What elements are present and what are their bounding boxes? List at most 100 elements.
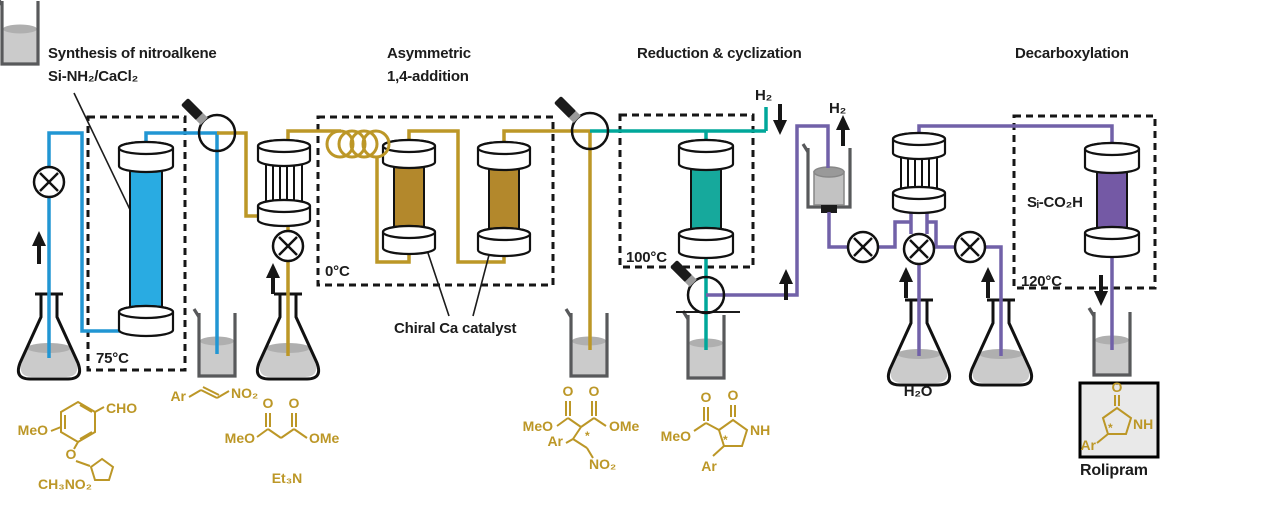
label-o2: O bbox=[289, 395, 300, 411]
valve-icon-4 bbox=[902, 232, 936, 266]
structure-malonate: MeO O O OMe Et₃N bbox=[225, 395, 340, 486]
label-meo: MeO bbox=[225, 430, 255, 446]
tube-purple-to-degasser bbox=[706, 124, 830, 297]
separator-nozzle-icon bbox=[821, 205, 837, 213]
water-label: H₂O bbox=[904, 383, 933, 400]
label-o1: O bbox=[563, 383, 574, 399]
label-meo: MeO bbox=[661, 428, 691, 444]
label-o2: O bbox=[728, 387, 739, 403]
piston-pump-icon-1 bbox=[256, 138, 312, 228]
structure-adduct: MeO O O OMe Ar * NO₂ bbox=[523, 383, 640, 472]
valve-icon-5 bbox=[953, 230, 987, 264]
flow-arrow-up-1 bbox=[32, 231, 46, 264]
chemical-structures: CHO MeO O CH₃NO₂ Ar NO₂ MeO O O OMe Et₃N… bbox=[18, 379, 1154, 492]
flow-probe-icon-2 bbox=[554, 96, 581, 123]
label-ar: Ar bbox=[1080, 437, 1096, 453]
heated-zone-box-120C bbox=[1012, 114, 1157, 290]
flow-arrow-up-3 bbox=[779, 269, 793, 300]
tube-purple-manifold-right bbox=[927, 220, 955, 249]
flow-arrow-up-h2-out bbox=[836, 115, 850, 146]
label-no2: NO₂ bbox=[589, 456, 616, 472]
section-title-2b: 1,4-addition bbox=[387, 68, 469, 85]
heated-zone-box-0C bbox=[316, 115, 555, 287]
collection-beaker bbox=[0, 0, 40, 66]
tube-gold-from-junction bbox=[217, 131, 264, 218]
heated-zone-boxes bbox=[86, 113, 1157, 372]
structure-lactam: MeO O O NH Ar * bbox=[661, 387, 771, 474]
label-no2: NO₂ bbox=[231, 385, 258, 401]
phase-separator-icon bbox=[686, 275, 726, 315]
label-meo: MeO bbox=[18, 422, 48, 438]
label-o2: O bbox=[589, 383, 600, 399]
label-ether-o: O bbox=[66, 446, 77, 462]
label-ar: Ar bbox=[547, 433, 563, 449]
label-ch3no2: CH₃NO₂ bbox=[38, 476, 92, 492]
temperature-label-0: 0°C bbox=[325, 263, 350, 280]
residence-coil-icon bbox=[325, 129, 391, 159]
tube-gold-col1-to-col2 bbox=[407, 129, 506, 264]
valve-icon-1 bbox=[32, 165, 66, 199]
section-title-1a: Synthesis of nitroalkene bbox=[48, 45, 217, 62]
collection-beaker-adduct bbox=[564, 307, 609, 378]
structure-aldehyde: CHO MeO O CH₃NO₂ bbox=[18, 400, 138, 492]
heated-zone-box-100C bbox=[618, 113, 755, 269]
temperature-label-75: 75°C bbox=[96, 350, 129, 367]
label-o1: O bbox=[701, 389, 712, 405]
flow-arrow-down-h2-in bbox=[773, 104, 787, 135]
equipment bbox=[32, 96, 1141, 338]
tube-purple-degasser-out bbox=[827, 212, 848, 249]
label-stereocenter: * bbox=[1108, 421, 1113, 435]
h2-inlet-label: H₂ bbox=[755, 87, 772, 104]
packed-column-nitroalkene bbox=[117, 140, 175, 338]
temperature-label-100: 100°C bbox=[626, 249, 667, 266]
valve-icon-3 bbox=[846, 230, 880, 264]
flow-arrows bbox=[32, 104, 1108, 306]
tubing bbox=[47, 107, 1114, 358]
label-nh: NH bbox=[1133, 416, 1153, 432]
heated-zone-box-75C bbox=[86, 115, 187, 372]
mixer-junction-icon-1 bbox=[197, 113, 237, 153]
label-et3n: Et₃N bbox=[272, 470, 303, 486]
label-o1: O bbox=[263, 395, 274, 411]
flow-probe-icon-1 bbox=[181, 98, 208, 125]
flow-arrow-up-2 bbox=[266, 263, 280, 294]
h2-outlet-label: H₂ bbox=[829, 100, 846, 117]
valve-icon-2 bbox=[271, 229, 305, 263]
catalyst-label: Chiral Ca catalyst bbox=[394, 320, 516, 337]
tube-purple-manifold-left bbox=[878, 220, 911, 249]
flow-arrow-down-product bbox=[1094, 275, 1108, 306]
label-o: O bbox=[1112, 379, 1123, 395]
piston-pump-icon-2 bbox=[891, 131, 947, 215]
section-title-4: Decarboxylation bbox=[1015, 45, 1129, 62]
flow-arrow-up-5 bbox=[981, 267, 995, 298]
label-ar: Ar bbox=[170, 388, 186, 404]
text-labels: Synthesis of nitroalkene Si-NH₂/CaCl₂ As… bbox=[48, 45, 1148, 479]
packed-column-ca-catalyst-1 bbox=[381, 138, 437, 256]
label-cho: CHO bbox=[106, 400, 137, 416]
label-meo: MeO bbox=[523, 418, 553, 434]
tube-purple-flask-feed bbox=[984, 245, 1003, 356]
section-title-1b: Si-NH₂/CaCl₂ bbox=[48, 68, 138, 85]
gas-liquid-separator bbox=[801, 143, 852, 213]
packed-column-decarboxylation bbox=[1083, 141, 1141, 259]
label-ar: Ar bbox=[701, 458, 717, 474]
section-title-3: Reduction & cyclization bbox=[637, 45, 802, 62]
product-name-label: Rolipram bbox=[1080, 462, 1148, 479]
structure-rolipram: O NH Ar * bbox=[1080, 379, 1153, 453]
label-ome: OMe bbox=[309, 430, 340, 446]
packed-column-hydrogenation bbox=[677, 138, 735, 260]
flow-probe-icon-3 bbox=[670, 260, 697, 287]
section-title-2a: Asymmetric bbox=[387, 45, 471, 62]
label-nh: NH bbox=[750, 422, 770, 438]
collection-beaker-nitroalkene bbox=[192, 307, 237, 378]
structure-nitroalkene: Ar NO₂ bbox=[170, 385, 258, 404]
reagent-label-si-co2h: Sᵢ-CO₂H bbox=[1027, 194, 1083, 211]
flow-arrow-up-4 bbox=[899, 267, 913, 298]
label-stereocenter: * bbox=[585, 429, 590, 443]
label-stereocenter: * bbox=[723, 433, 728, 447]
label-ome: OMe bbox=[609, 418, 640, 434]
collection-beaker-lactam bbox=[681, 309, 726, 380]
mixer-junction-icon-2 bbox=[570, 111, 610, 151]
packed-column-ca-catalyst-2 bbox=[476, 140, 532, 258]
